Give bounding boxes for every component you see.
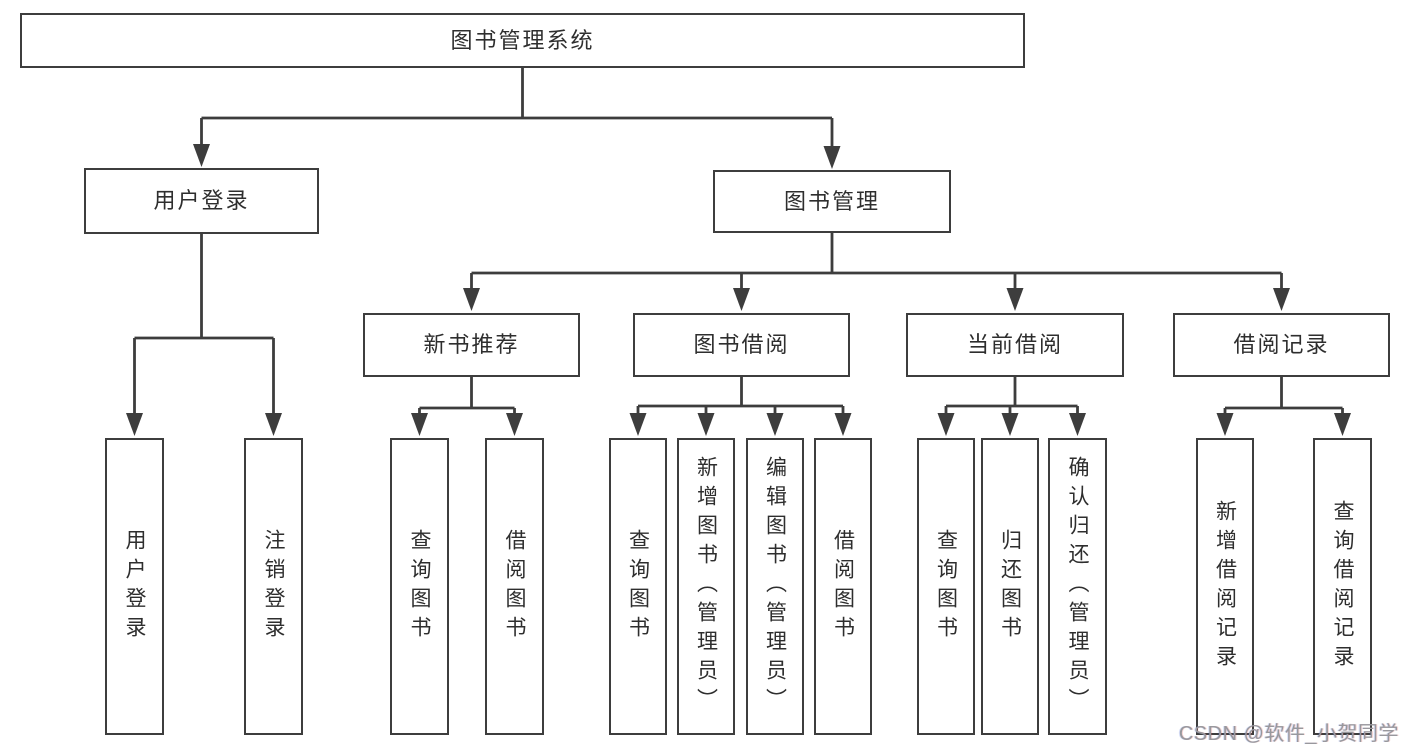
leaf-return-books: 归还图书 xyxy=(981,438,1039,735)
connector-book-management-to-level3 xyxy=(463,233,1290,311)
leaf-query-books-current: 查询图书 xyxy=(917,438,975,735)
csdn-watermark: CSDN @软件_小贺同学 xyxy=(1178,723,1399,745)
leaf-add-borrow-record: 新增借阅记录 xyxy=(1196,438,1254,735)
node-new-book-recommendation: 新书推荐 xyxy=(363,313,580,377)
leaf-query-books-recommend: 查询图书 xyxy=(390,438,449,735)
connector-user-login-to-leaves xyxy=(126,233,282,436)
node-user-login: 用户登录 xyxy=(84,168,319,234)
leaf-borrow-books-recommend: 借阅图书 xyxy=(485,438,544,735)
connector-book-borrow-to-leaves xyxy=(629,377,852,436)
node-borrowing-records: 借阅记录 xyxy=(1173,313,1390,377)
leaf-query-books-borrow: 查询图书 xyxy=(609,438,667,735)
connector-borrow-records-to-leaves xyxy=(1216,377,1351,436)
leaf-query-borrow-record: 查询借阅记录 xyxy=(1313,438,1372,735)
leaf-user-login: 用户登录 xyxy=(105,438,164,735)
node-book-management: 图书管理 xyxy=(713,170,951,233)
leaf-add-books-admin: 新增图书（管理员） xyxy=(677,438,735,735)
connector-current-borrow-to-leaves xyxy=(937,377,1086,436)
leaf-confirm-return-admin: 确认归还（管理员） xyxy=(1048,438,1107,735)
leaf-logout-login: 注销登录 xyxy=(244,438,303,735)
node-book-borrowing: 图书借阅 xyxy=(633,313,850,377)
leaf-borrow-books: 借阅图书 xyxy=(814,438,872,735)
node-library-management-system: 图书管理系统 xyxy=(20,13,1025,68)
connector-new-book-to-leaves xyxy=(411,377,523,436)
leaf-edit-books-admin: 编辑图书（管理员） xyxy=(746,438,804,735)
node-current-borrowing: 当前借阅 xyxy=(906,313,1124,377)
connector-root-to-level2 xyxy=(193,68,841,169)
